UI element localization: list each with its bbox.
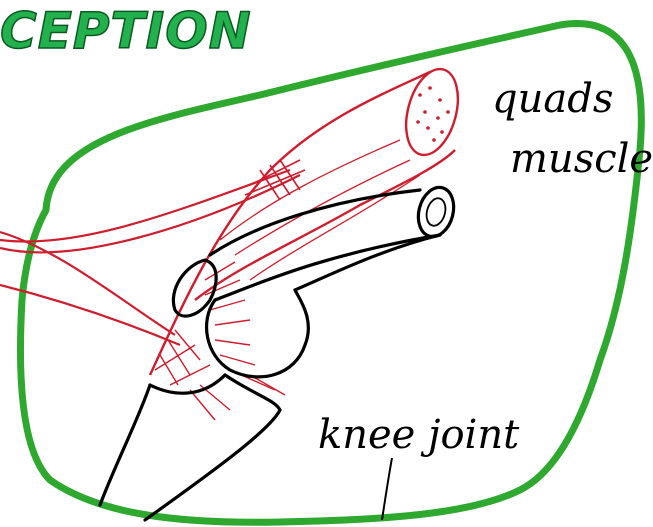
muscle-cross-section xyxy=(397,63,466,160)
muscle-fibre-dots xyxy=(416,86,450,142)
quads-label-line2: muscle xyxy=(510,136,653,182)
title-text: CEPTION xyxy=(0,2,252,60)
quads-label-line1: quads xyxy=(492,76,613,122)
knee-label: knee joint xyxy=(318,412,520,458)
joint-receptors xyxy=(155,262,285,420)
tibia xyxy=(100,385,150,505)
bone-cross-section xyxy=(413,183,459,240)
knee-pointer-line xyxy=(382,458,392,520)
